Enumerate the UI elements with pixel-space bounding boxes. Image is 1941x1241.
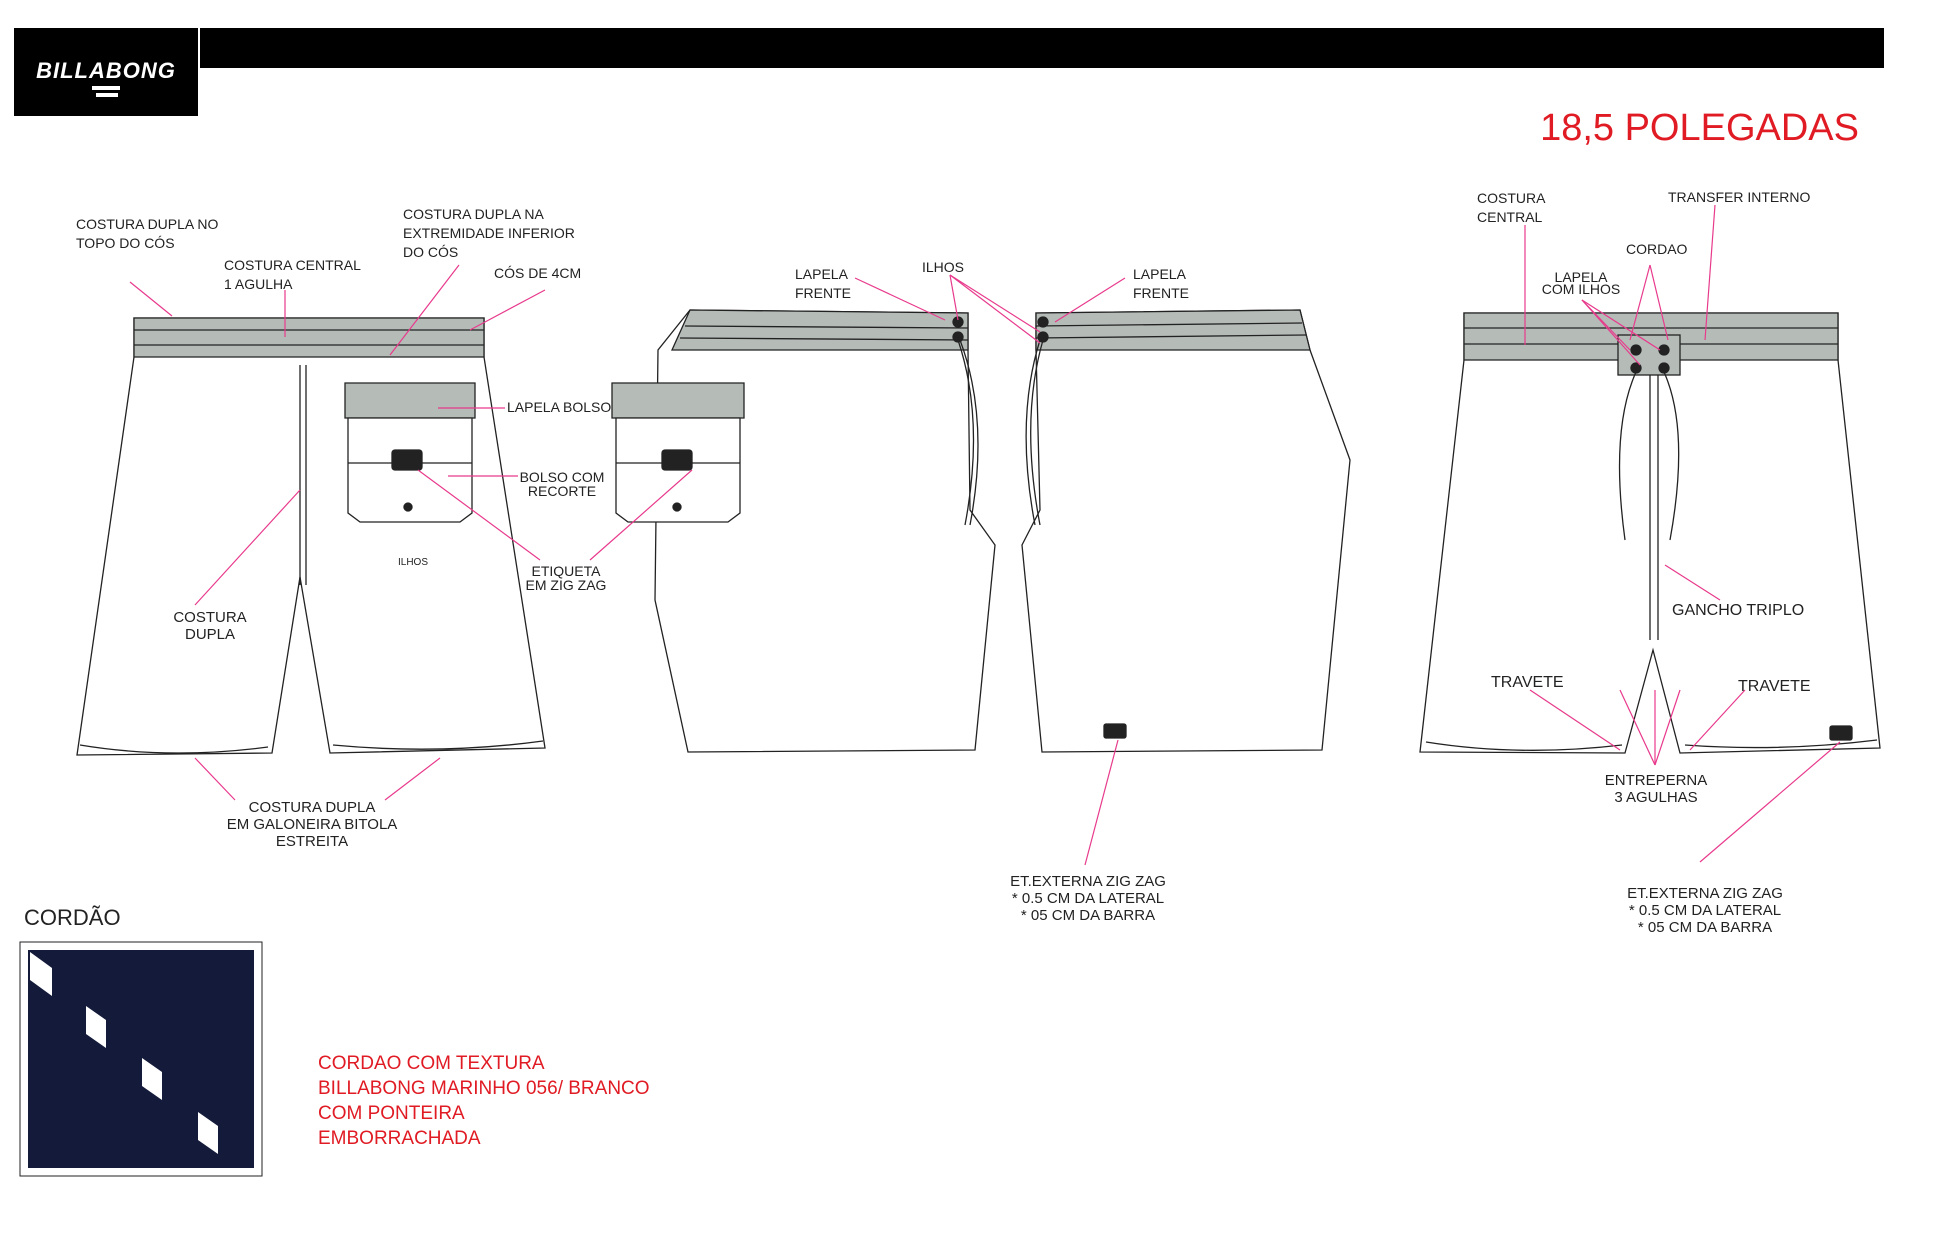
- label-bolso-recorte-2: RECORTE: [528, 483, 596, 499]
- label-costura-inferior-3: DO CÓS: [403, 244, 458, 260]
- label-travete-left: TRAVETE: [1491, 674, 1564, 691]
- label-gancho-triplo: GANCHO TRIPLO: [1672, 602, 1804, 619]
- label-front-costura-central-1: COSTURA: [1477, 190, 1546, 206]
- label-costura-central-2: 1 AGULHA: [224, 276, 293, 292]
- cord-desc-line-2: BILLABONG MARINHO 056/ BRANCO: [318, 1078, 650, 1099]
- label-et-externa-front-1: ET.EXTERNA ZIG ZAG: [1627, 885, 1783, 902]
- cord-description: CORDAO COM TEXTURA BILLABONG MARINHO 056…: [318, 1053, 650, 1149]
- label-ilhos-back: ILHOS: [398, 557, 428, 568]
- label-costura-dupla-topo-2: TOPO DO CÓS: [76, 235, 175, 251]
- label-et-externa-side-3: * 05 CM DA BARRA: [1021, 907, 1155, 924]
- label-lapela-frente-right-2: FRENTE: [1133, 285, 1189, 301]
- side-view-labels: LAPELA FRENTE ILHOS LAPELA FRENTE ET.EXT…: [795, 259, 1189, 924]
- label-costura-inferior-2: EXTREMIDADE INFERIOR: [403, 225, 575, 241]
- cord-title: CORDÃO: [24, 905, 121, 930]
- label-front-costura-central-2: CENTRAL: [1477, 209, 1543, 225]
- annotation-leaders: [129, 204, 1841, 866]
- label-et-externa-front-2: * 0.5 CM DA LATERAL: [1629, 902, 1781, 919]
- label-ilhos-side: ILHOS: [922, 259, 964, 275]
- front-view-labels: COSTURA CENTRAL TRANSFER INTERNO CORDAO …: [1477, 189, 1811, 936]
- logo-box: [14, 28, 198, 116]
- back-view-shorts: [76, 317, 546, 756]
- label-lapela-frente-left-1: LAPELA: [795, 266, 849, 282]
- label-lapela-frente-left-2: FRENTE: [795, 285, 851, 301]
- label-costura-central-1: COSTURA CENTRAL: [224, 257, 361, 273]
- front-view-shorts: [1419, 312, 1881, 754]
- billabong-logo: BILLABONG: [36, 58, 176, 97]
- size-title: 18,5 POLEGADAS: [1540, 107, 1859, 149]
- label-travete-right: TRAVETE: [1738, 678, 1811, 695]
- label-etiqueta-2: EM ZIG ZAG: [526, 577, 607, 593]
- label-etiqueta-1: ETIQUETA: [532, 563, 602, 579]
- label-costura-dupla-side-2: DUPLA: [185, 626, 235, 643]
- label-lapela-ilhos-1: LAPELA: [1555, 269, 1609, 285]
- label-et-externa-side-2: * 0.5 CM DA LATERAL: [1012, 890, 1164, 907]
- cord-desc-line-1: CORDAO COM TEXTURA: [318, 1053, 545, 1074]
- label-cos: CÓS DE 4CM: [494, 265, 581, 281]
- label-lapela-frente-right-1: LAPELA: [1133, 266, 1187, 282]
- label-entreperna-1: ENTREPERNA: [1605, 772, 1708, 789]
- label-bolso-recorte-1: BOLSO COM: [520, 469, 605, 485]
- cord-swatch: [28, 950, 254, 1168]
- header-bar: [200, 28, 1884, 68]
- label-galoneira-3: ESTREITA: [276, 833, 348, 850]
- label-et-externa-front-3: * 05 CM DA BARRA: [1638, 919, 1772, 936]
- label-cordao: CORDAO: [1626, 241, 1688, 257]
- label-galoneira-1: COSTURA DUPLA: [249, 799, 376, 816]
- label-entreperna-2: 3 AGULHAS: [1614, 789, 1697, 806]
- label-costura-dupla-topo-1: COSTURA DUPLA NO: [76, 216, 218, 232]
- label-et-externa-side-1: ET.EXTERNA ZIG ZAG: [1010, 873, 1166, 890]
- cord-desc-line-3: COM PONTEIRA: [318, 1103, 465, 1124]
- label-galoneira-2: EM GALONEIRA BITOLA: [227, 816, 398, 833]
- back-view-labels: COSTURA DUPLA NO TOPO DO CÓS COSTURA CEN…: [76, 206, 611, 850]
- label-transfer-interno: TRANSFER INTERNO: [1668, 189, 1810, 205]
- label-costura-dupla-side-1: COSTURA: [173, 609, 246, 626]
- side-view-right: [1021, 309, 1351, 753]
- side-view-left: [611, 309, 996, 753]
- label-lapela-bolso: LAPELA BOLSO: [507, 399, 611, 415]
- label-costura-inferior-1: COSTURA DUPLA NA: [403, 206, 544, 222]
- logo-wordmark: BILLABONG: [36, 58, 176, 83]
- cord-desc-line-4: EMBORRACHADA: [318, 1128, 481, 1149]
- label-lapela-ilhos-2: COM ILHOS: [1542, 281, 1621, 297]
